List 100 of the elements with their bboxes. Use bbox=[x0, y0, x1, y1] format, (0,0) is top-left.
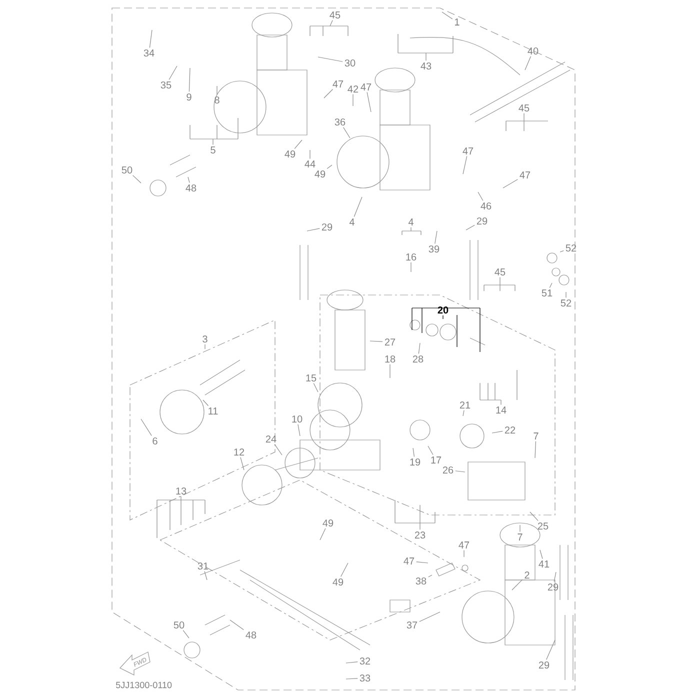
leader-line bbox=[340, 562, 348, 577]
leader-line bbox=[230, 620, 244, 630]
callout-number: 40 bbox=[528, 47, 538, 55]
callout-number: 41 bbox=[538, 560, 550, 568]
leader-line bbox=[524, 56, 532, 70]
leader-line bbox=[324, 88, 334, 98]
leader-line bbox=[354, 196, 362, 218]
leader-line bbox=[190, 118, 238, 146]
callout-number: 49 bbox=[332, 578, 344, 586]
callout-number: 26 bbox=[442, 466, 454, 474]
leader-line bbox=[313, 383, 318, 392]
leader-line bbox=[346, 661, 358, 664]
callout-number: 45 bbox=[518, 104, 530, 112]
callout-number: 4 bbox=[408, 218, 414, 226]
callout-number: 34 bbox=[144, 49, 154, 57]
callout-number: 31 bbox=[198, 562, 208, 570]
callout-number: 14 bbox=[496, 406, 506, 414]
leader-line bbox=[240, 457, 244, 470]
callout-number: 47 bbox=[520, 172, 530, 178]
callout-number: 47 bbox=[462, 148, 474, 154]
callout-number: 37 bbox=[406, 621, 418, 629]
callout-number: 46 bbox=[480, 202, 492, 210]
leader-line bbox=[530, 512, 538, 521]
leader-line bbox=[428, 446, 434, 456]
callout-number: 39 bbox=[428, 245, 440, 253]
callout-number: 13 bbox=[176, 487, 186, 495]
callout-number: 12 bbox=[234, 448, 244, 456]
callout-number: 2 bbox=[524, 572, 530, 578]
leader-line bbox=[370, 340, 383, 342]
callout-number: 20 bbox=[438, 306, 448, 314]
callout-number: 29 bbox=[538, 661, 550, 669]
leader-line bbox=[156, 496, 206, 538]
callout-number: 1 bbox=[455, 18, 460, 26]
leader-line bbox=[352, 94, 354, 106]
leader-line bbox=[412, 448, 415, 457]
leader-line bbox=[560, 250, 564, 252]
leader-line bbox=[310, 20, 348, 36]
callout-number: 10 bbox=[292, 415, 302, 423]
callout-number: 22 bbox=[504, 426, 516, 434]
leader-line bbox=[188, 68, 190, 92]
leader-line bbox=[294, 140, 302, 149]
leader-line bbox=[428, 574, 432, 578]
callout-number: 29 bbox=[476, 217, 488, 225]
callout-number: 47 bbox=[332, 80, 344, 88]
callout-number: 52 bbox=[566, 244, 576, 252]
leader-line bbox=[398, 34, 454, 61]
callout-number: 45 bbox=[330, 12, 340, 18]
leader-line bbox=[149, 30, 152, 48]
callout-number: 49 bbox=[284, 150, 296, 158]
leader-line bbox=[434, 230, 438, 244]
leader-line bbox=[346, 678, 358, 680]
leader-line bbox=[484, 277, 516, 292]
leader-line bbox=[202, 400, 209, 406]
callout-number: 48 bbox=[186, 184, 196, 192]
callout-number: 11 bbox=[208, 408, 218, 414]
callout-number: 27 bbox=[384, 338, 396, 346]
leader-line bbox=[204, 571, 208, 580]
leader-line bbox=[478, 192, 484, 201]
leader-line bbox=[442, 12, 453, 20]
leader-line bbox=[492, 430, 503, 434]
callout-number: 45 bbox=[494, 268, 506, 276]
callout-number: 25 bbox=[538, 522, 548, 530]
leader-line bbox=[140, 418, 152, 436]
leader-line bbox=[343, 127, 350, 138]
callout-number: 9 bbox=[186, 93, 192, 101]
leader-line bbox=[506, 112, 548, 132]
callout-number: 47 bbox=[404, 558, 414, 564]
leader-line bbox=[455, 470, 466, 472]
leader-line bbox=[534, 440, 536, 458]
leader-line bbox=[546, 640, 556, 660]
callout-number: 43 bbox=[420, 62, 432, 70]
leader-line bbox=[554, 572, 556, 582]
leader-line bbox=[394, 500, 436, 530]
callout-number: 18 bbox=[385, 355, 396, 363]
callout-number: 49 bbox=[314, 170, 326, 178]
callout-number: 36 bbox=[334, 118, 346, 126]
leader-line bbox=[402, 226, 422, 236]
leader-line bbox=[366, 92, 372, 112]
callout-number: 52 bbox=[560, 299, 572, 307]
callout-number: 38 bbox=[416, 577, 426, 585]
callout-number: 48 bbox=[246, 631, 256, 639]
callout-number: 21 bbox=[460, 402, 470, 408]
callout-number: 23 bbox=[414, 531, 426, 539]
leader-line bbox=[168, 66, 178, 80]
callout-number: 16 bbox=[406, 253, 416, 261]
leader-line bbox=[182, 630, 190, 638]
leader-line bbox=[418, 342, 420, 354]
leader-line bbox=[298, 424, 300, 436]
callout-number: 17 bbox=[431, 456, 442, 464]
leader-line bbox=[320, 528, 326, 540]
callout-number: 24 bbox=[266, 436, 276, 442]
callout-number: 19 bbox=[410, 458, 420, 466]
callout-number: 3 bbox=[202, 335, 208, 343]
callout-number: 4 bbox=[349, 218, 354, 226]
callout-number: 44 bbox=[304, 160, 316, 168]
callout-number: 51 bbox=[542, 290, 552, 296]
leader-line bbox=[502, 179, 518, 188]
leader-line bbox=[416, 561, 428, 564]
callout-number: 49 bbox=[322, 519, 334, 527]
callout-number: 35 bbox=[160, 81, 172, 89]
